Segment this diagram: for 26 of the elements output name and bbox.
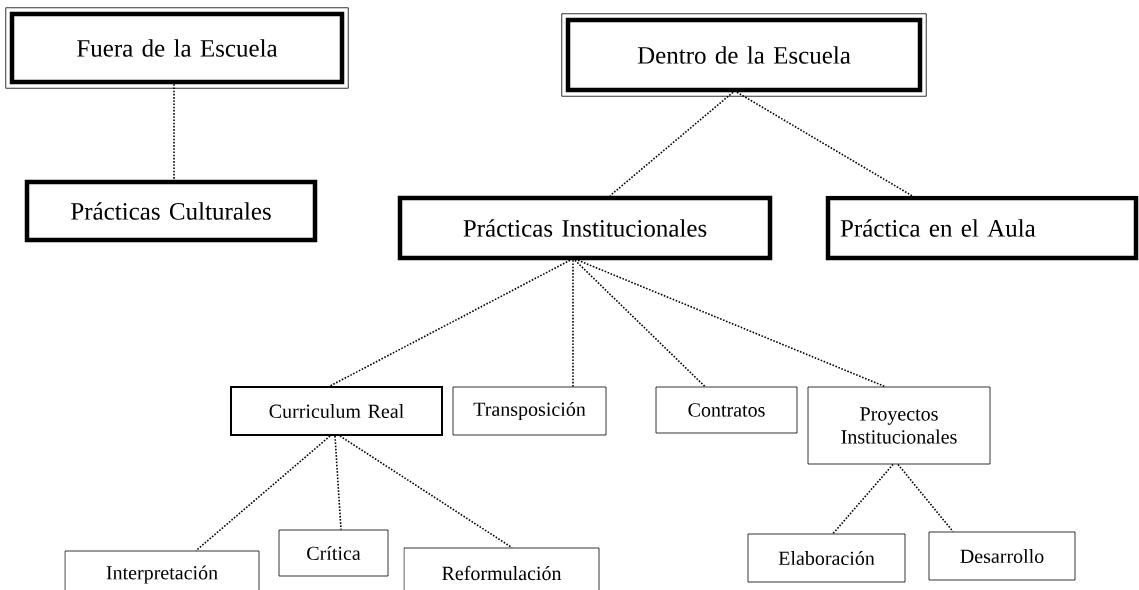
concept-box: Crítica (278, 529, 389, 577)
connector-line (195, 435, 331, 552)
category-box: Prácticas Institucionales (397, 195, 773, 261)
concept-box: Transposición (452, 386, 607, 436)
category-box: Práctica en el Aula (825, 195, 1139, 261)
title-box: Fuera de la Escuela (5, 7, 349, 89)
connector-line (574, 259, 706, 388)
concept-box: Reformulación (403, 547, 600, 590)
connector-line (609, 91, 734, 197)
connector-line (173, 83, 175, 181)
category-box: Prácticas Culturales (24, 179, 318, 243)
connector-line (832, 463, 894, 535)
connector-line (334, 435, 342, 531)
connector-line (736, 91, 913, 197)
connector-line (339, 435, 513, 549)
concept-box: Elaboración (747, 533, 906, 583)
connector-line (577, 259, 886, 388)
connector-line (572, 259, 574, 388)
concept-box: Desarrollo (928, 531, 1076, 581)
connector-line (329, 259, 571, 387)
connector-line (897, 463, 954, 533)
concept-box: Proyectos Institucionales (807, 386, 991, 465)
title-box: Dentro de la Escuela (561, 13, 927, 97)
concept-box: Interpretación (64, 550, 260, 590)
concept-box: Contratos (655, 386, 798, 434)
concept-box: Curriculum Real (230, 386, 443, 436)
